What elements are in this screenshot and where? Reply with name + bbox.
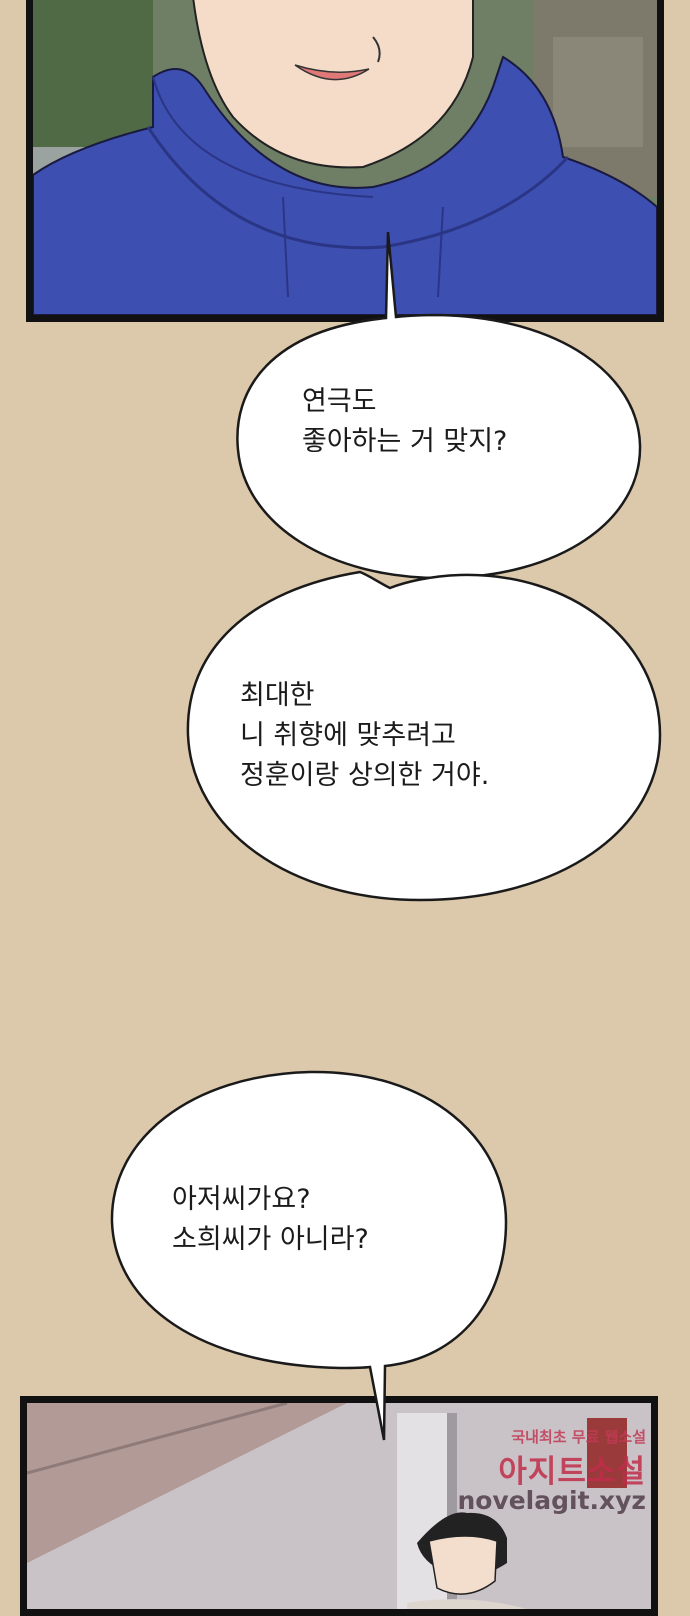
speech-bubble-2-shape (186, 570, 662, 902)
speech-bubble-1-shape (236, 231, 642, 580)
watermark-brand: 아지트소설 (498, 1454, 646, 1490)
speech-line: 아저씨가요? (172, 1184, 311, 1215)
speech-text-2: 최대한 니 취향에 맞추려고 정훈이랑 상의한 거야. (240, 676, 489, 796)
speech-line: 최대한 (240, 680, 315, 711)
speech-bubble-3-shape (110, 1070, 508, 1441)
speech-text-1: 연극도 좋아하는 거 맞지? (302, 382, 507, 462)
speech-line: 좋아하는 거 맞지? (302, 426, 508, 457)
speech-line: 소희씨가 아니라? (172, 1224, 369, 1255)
speech-text-3: 아저씨가요? 소희씨가 아니라? (172, 1180, 369, 1260)
speech-line: 정훈이랑 상의한 거야. (240, 760, 490, 791)
speech-line: 니 취향에 맞추려고 (240, 720, 456, 751)
man-blue-jacket-illustration (33, 0, 657, 315)
bottom-panel (20, 1396, 658, 1616)
top-panel (26, 0, 664, 322)
speech-line: 연극도 (302, 386, 377, 417)
watermark-tagline: 국내최초 무료 웹소설 (511, 1428, 646, 1446)
young-man-hallway-illustration (27, 1403, 651, 1609)
watermark-url: novelagit.xyz (457, 1486, 646, 1515)
